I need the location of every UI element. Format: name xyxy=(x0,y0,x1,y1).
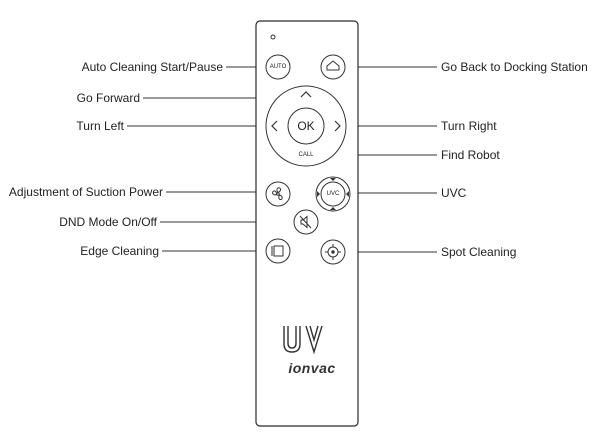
label-turn-left: Turn Left xyxy=(76,119,124,133)
label-uvc: UVC xyxy=(441,186,467,200)
uvc-button xyxy=(320,181,346,207)
ok-button xyxy=(287,107,325,145)
ok-button-label: OK xyxy=(297,119,315,133)
call-label: CALL xyxy=(298,152,314,158)
label-auto-cleaning: Auto Cleaning Start/Pause xyxy=(81,60,223,74)
chevron-up-icon xyxy=(300,91,312,98)
label-find-robot: Find Robot xyxy=(441,148,500,162)
spot-target-icon xyxy=(325,244,341,260)
fan-icon xyxy=(272,187,283,201)
brand-name: ionvac xyxy=(288,360,336,376)
label-edge-cleaning: Edge Cleaning xyxy=(80,244,159,258)
auto-button-label: AUTO xyxy=(269,64,287,70)
edge-square-icon xyxy=(271,245,284,257)
label-spot-cleaning: Spot Cleaning xyxy=(441,245,517,259)
mute-icon xyxy=(299,215,312,229)
uvc-notch-left xyxy=(317,191,320,197)
label-adjust-suction: Adjustment of Suction Power xyxy=(8,185,163,199)
label-turn-right: Turn Right xyxy=(441,119,497,133)
auto-button xyxy=(265,54,291,80)
suction-button xyxy=(265,181,291,207)
label-go-back-dock: Go Back to Docking Station xyxy=(441,60,588,74)
label-dnd-mode: DND Mode On/Off xyxy=(59,215,157,229)
label-go-forward: Go Forward xyxy=(76,91,140,105)
uvc-button-label: UVC xyxy=(326,191,340,197)
home-button xyxy=(320,54,346,80)
chevron-right-icon xyxy=(334,120,341,132)
uvc-notch-top xyxy=(330,178,336,181)
indicator-dot-icon xyxy=(270,34,276,40)
uvc-notch-bottom xyxy=(330,207,336,210)
home-icon xyxy=(326,60,340,71)
edge-button xyxy=(265,238,291,264)
uv-logo-mark xyxy=(283,325,323,355)
uvc-notch-right xyxy=(346,191,349,197)
chevron-left-icon xyxy=(271,120,278,132)
